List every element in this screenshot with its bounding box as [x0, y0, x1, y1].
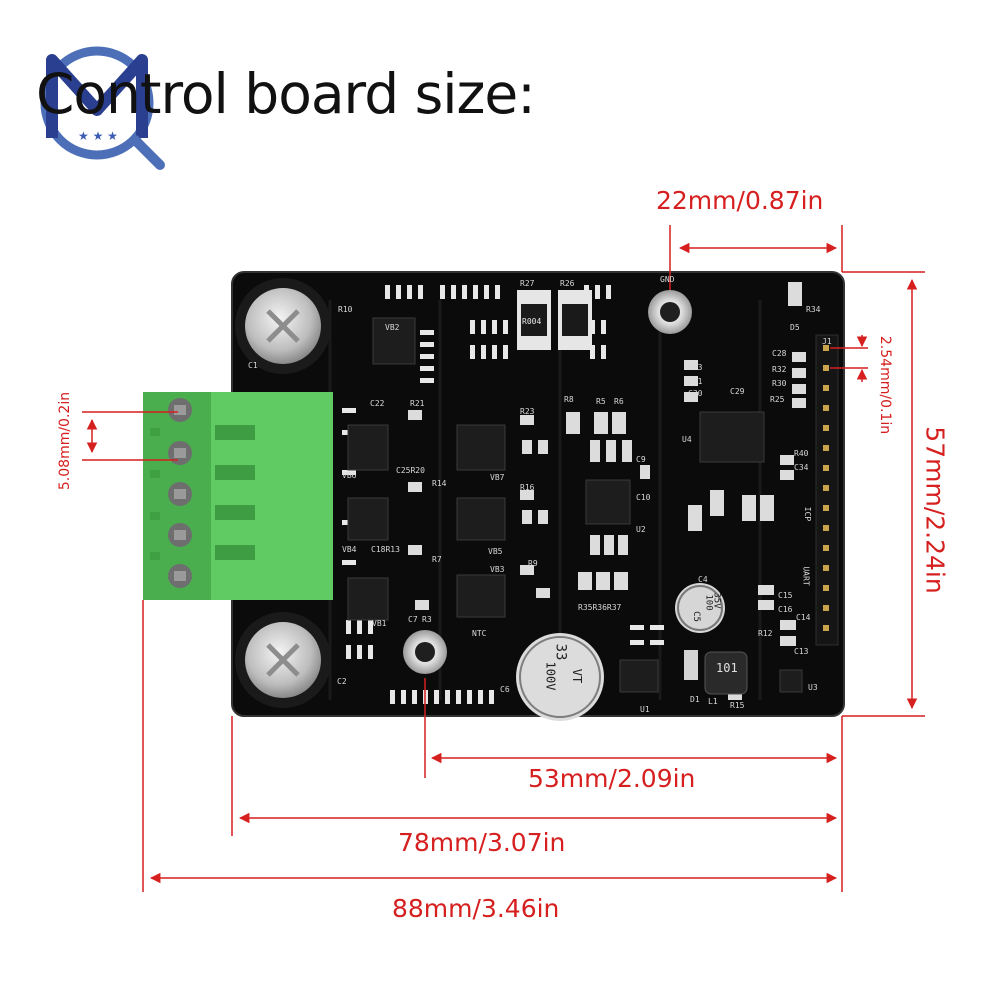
dimension-hole-spacing: 53mm/2.09in — [528, 764, 696, 793]
label-cap-100v: 100V — [543, 661, 558, 691]
label-r9: R9 — [528, 559, 538, 568]
label-vb6: VB6 — [342, 471, 357, 480]
label-r5: R5 — [596, 397, 606, 406]
label-d1: D1 — [690, 695, 700, 704]
label-r7: R7 — [432, 555, 442, 564]
label-u4: U4 — [682, 435, 692, 444]
label-cap-c5: C5 — [690, 611, 701, 622]
label-r6: R6 — [614, 397, 624, 406]
label-r12: R12 — [758, 629, 773, 638]
label-vb7: VB7 — [490, 473, 505, 482]
label-c29: C29 — [730, 387, 745, 396]
label-icp: ICP — [803, 506, 813, 522]
label-ntc: NTC — [472, 629, 487, 638]
pin-header — [815, 334, 839, 646]
label-c13: C13 — [794, 647, 809, 656]
label-u3: U3 — [808, 683, 818, 692]
label-r31: R31 — [688, 377, 703, 386]
label-c9: C9 — [636, 455, 646, 464]
label-c10: C10 — [636, 493, 651, 502]
label-c18r13: C18R13 — [371, 545, 400, 554]
label-c22: C22 — [370, 399, 385, 408]
dimension-lines — [82, 225, 925, 892]
label-c34: C34 — [794, 463, 809, 472]
dimension-total-width: 88mm/3.46in — [392, 894, 560, 923]
label-cap-vt: VT — [570, 668, 585, 684]
label-vb5: VB5 — [488, 547, 503, 556]
label-r8: R8 — [564, 395, 574, 404]
dimension-board-width: 78mm/3.07in — [398, 828, 566, 857]
passive-components — [408, 282, 806, 700]
inductor — [684, 650, 748, 695]
ic-chips — [347, 317, 803, 693]
label-c28: C28 — [772, 349, 787, 358]
label-r40: R40 — [794, 449, 809, 458]
label-inductor: 101 — [716, 661, 738, 675]
mounting-holes — [403, 290, 692, 674]
dimension-pin-pitch: 2.54mm/0.1in — [877, 335, 893, 435]
label-r004: R004 — [522, 317, 542, 326]
label-uart: UART — [801, 566, 811, 586]
label-r27: R27 — [520, 279, 535, 288]
label-c2: C2 — [337, 677, 347, 686]
label-j1: J1 — [822, 337, 832, 346]
dimension-height: 57mm/2.24in — [920, 426, 950, 594]
dimension-terminal-pitch: 5.08mm/0.2in — [57, 391, 73, 491]
label-u1: U1 — [640, 705, 650, 714]
label-l1: L1 — [708, 697, 718, 706]
label-r33: R33 — [688, 363, 703, 372]
label-r15: R15 — [730, 701, 745, 710]
label-c14: C14 — [796, 613, 811, 622]
label-r26: R26 — [560, 279, 575, 288]
label-c4: C4 — [698, 575, 708, 584]
svg-text:★ ★ ★: ★ ★ ★ — [78, 129, 118, 143]
label-r32: R32 — [772, 365, 787, 374]
label-r10: R10 — [338, 305, 353, 314]
label-r30: R30 — [772, 379, 787, 388]
label-c6: C6 — [500, 685, 510, 694]
label-c30: C30 — [688, 389, 703, 398]
label-cap-33: 33 — [552, 643, 569, 661]
label-cap-35v: 35V — [711, 592, 722, 609]
label-d5: D5 — [790, 323, 800, 332]
label-r14: R14 — [432, 479, 447, 488]
mq-logo-icon: ★ ★ ★ — [40, 46, 165, 170]
shunt-resistors — [517, 290, 592, 350]
label-r34: R34 — [806, 305, 821, 314]
label-vb1: VB1 — [372, 619, 387, 628]
electrolytic-capacitors — [235, 278, 725, 721]
label-r21: R21 — [410, 399, 425, 408]
label-c1: C1 — [248, 361, 258, 370]
label-r35: R35R36R37 — [578, 603, 622, 612]
label-c16: C16 — [778, 605, 793, 614]
label-vb2: VB2 — [385, 323, 400, 332]
label-gnd: GND — [660, 275, 675, 284]
dimension-top-hole-offset: 22mm/0.87in — [656, 186, 824, 215]
label-u2: U2 — [636, 525, 646, 534]
label-vb3: VB3 — [490, 565, 505, 574]
label-r25: R25 — [770, 395, 785, 404]
label-vb4: VB4 — [342, 545, 357, 554]
page-title: Control board size: — [36, 62, 536, 126]
label-c7: C7 — [408, 615, 418, 624]
terminal-block — [143, 392, 333, 600]
label-r3: R3 — [422, 615, 432, 624]
label-c25r20: C25R20 — [396, 466, 425, 475]
label-r23: R23 — [520, 407, 535, 416]
label-c15: C15 — [778, 591, 793, 600]
label-r16: R16 — [520, 483, 535, 492]
